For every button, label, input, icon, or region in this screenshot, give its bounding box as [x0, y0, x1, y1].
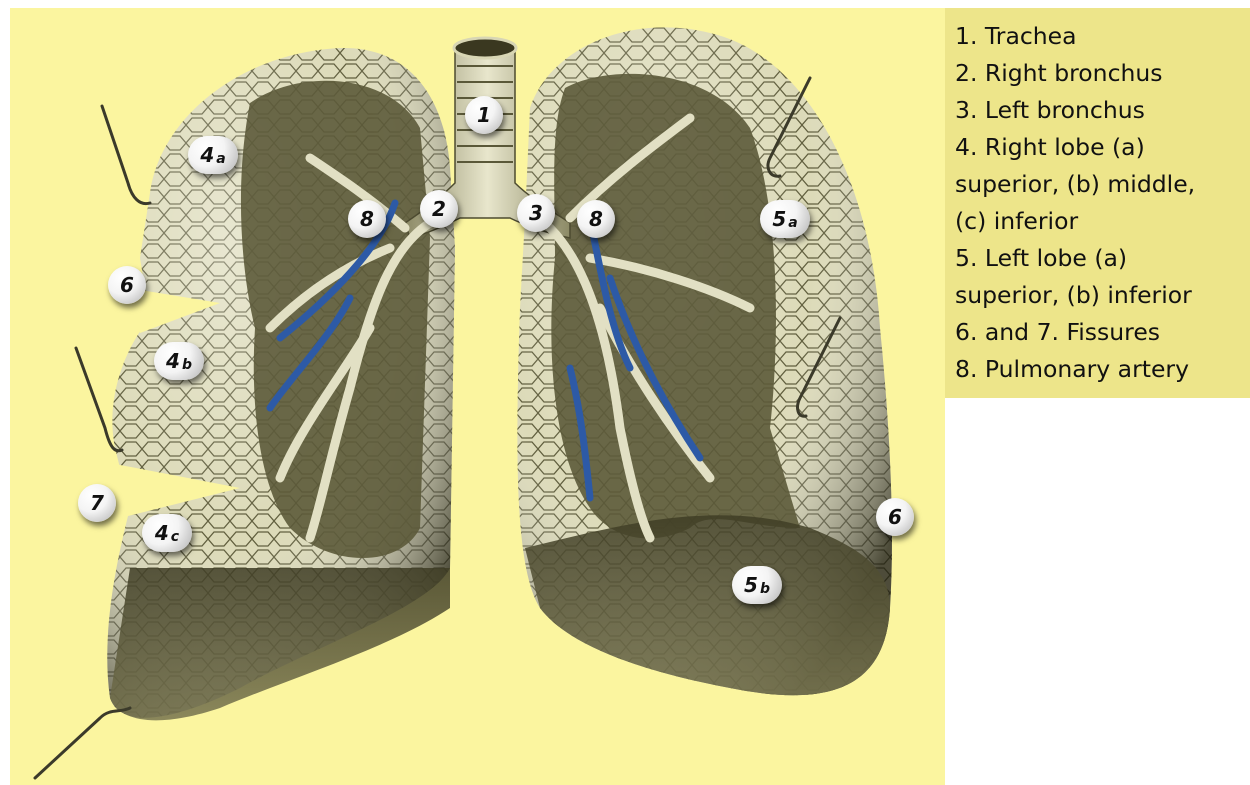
- legend-line-right-lobe: 4. Right lobe (a): [955, 129, 1250, 166]
- marker-right-pulmonary-artery: 8: [348, 200, 386, 238]
- left-inferior-base: [525, 515, 890, 695]
- marker-fissure-right-lower: 7: [78, 484, 116, 522]
- legend-line-left-lobe: 5. Left lobe (a): [955, 240, 1250, 277]
- marker-4c-num: 4: [155, 521, 169, 545]
- legend-panel: 1. Trachea 2. Right bronchus 3. Left bro…: [945, 8, 1250, 398]
- legend-line-right-bronchus: 2. Right bronchus: [955, 55, 1250, 92]
- legend-line-fissures: 6. and 7. Fissures: [955, 314, 1250, 351]
- marker-4a-sub: a: [216, 151, 225, 167]
- marker-5a-num: 5: [772, 207, 786, 231]
- legend-line-left-lobe-cont: superior, (b) inferior: [955, 277, 1250, 314]
- legend-line-left-bronchus: 3. Left bronchus: [955, 92, 1250, 129]
- marker-6-right-label: 6: [888, 505, 902, 529]
- marker-right-bronchus: 2: [420, 190, 458, 228]
- marker-right-pulmonary-artery-label: 8: [360, 207, 374, 231]
- marker-left-bronchus-label: 3: [529, 201, 543, 225]
- marker-7-label: 7: [90, 491, 104, 515]
- right-lung: [107, 48, 455, 720]
- marker-5a-sub: a: [788, 215, 797, 231]
- marker-trachea: 1: [465, 96, 503, 134]
- marker-left-bronchus: 3: [517, 194, 555, 232]
- marker-fissure-right-upper: 6: [108, 266, 146, 304]
- legend-line-trachea: 1. Trachea: [955, 18, 1250, 55]
- marker-4b-sub: b: [182, 357, 192, 373]
- right-inferior-base: [110, 568, 450, 720]
- marker-left-pulmonary-artery-label: 8: [589, 207, 603, 231]
- legend-line-pulmonary-artery: 8. Pulmonary artery: [955, 351, 1250, 388]
- marker-left-pulmonary-artery: 8: [577, 200, 615, 238]
- marker-fissure-left: 6: [876, 498, 914, 536]
- legend-line-right-lobe-end: (c) inferior: [955, 203, 1250, 240]
- marker-4c-sub: c: [171, 529, 179, 545]
- marker-trachea-label: 1: [477, 103, 491, 127]
- trachea-opening: [454, 38, 516, 58]
- marker-right-bronchus-label: 2: [432, 197, 446, 221]
- marker-5b-num: 5: [744, 573, 758, 597]
- marker-4a-num: 4: [200, 143, 214, 167]
- marker-5b-sub: b: [760, 581, 770, 597]
- legend-line-right-lobe-cont: superior, (b) middle,: [955, 166, 1250, 203]
- marker-6-left-label: 6: [120, 273, 134, 297]
- left-lung: [517, 27, 892, 695]
- marker-4b-num: 4: [166, 349, 180, 373]
